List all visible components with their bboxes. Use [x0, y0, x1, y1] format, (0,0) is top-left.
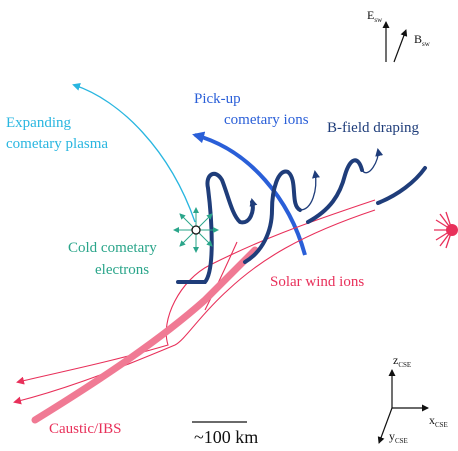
solar-wind-label: Solar wind ions — [270, 274, 364, 290]
e-sw-subscript: sw — [374, 16, 383, 24]
expanding-plasma-arrow — [72, 83, 196, 223]
bfield-line-2 — [243, 169, 302, 264]
b-sw-label: B — [414, 32, 422, 46]
svg-text:Esw: Esw — [367, 8, 383, 24]
y-cse-label: y — [389, 429, 395, 443]
caustic-ibs-band — [31, 246, 259, 424]
svg-text:Bsw: Bsw — [414, 32, 431, 48]
bfield-line-2-tail — [299, 170, 320, 211]
cse-axes — [377, 369, 429, 444]
pickup-label-2: cometary ions — [224, 112, 309, 128]
sun-icon — [434, 211, 458, 249]
z-cse-subscript: CSE — [398, 361, 411, 369]
cold-electrons-label-2: electrons — [95, 262, 149, 278]
expanding-label-1: Expanding — [6, 115, 71, 131]
caustic-label: Caustic/IBS — [49, 421, 122, 437]
cold-electrons-label-1: Cold cometary — [68, 240, 157, 256]
pickup-ion-arrow — [192, 131, 307, 256]
svg-text:yCSE: yCSE — [389, 429, 408, 445]
x-cse-subscript: CSE — [435, 421, 448, 429]
pickup-label-1: Pick-up — [194, 91, 241, 107]
bfield-line-3 — [306, 158, 364, 224]
bfield-line-3-tail — [361, 148, 384, 174]
bfield-line-4 — [376, 166, 427, 205]
solar-wind-line-2 — [13, 209, 376, 405]
bfield-label: B-field draping — [327, 120, 420, 136]
x-cse-label: x — [429, 413, 435, 427]
z-cse-label: z — [393, 353, 398, 367]
bfield-line-1-tail — [239, 198, 258, 224]
svg-text:xCSE: xCSE — [429, 413, 448, 429]
svg-text:zCSE: zCSE — [393, 353, 411, 369]
y-cse-subscript: CSE — [395, 437, 408, 445]
b-sw-subscript: sw — [422, 40, 431, 48]
expanding-label-2: cometary plasma — [6, 136, 108, 152]
scale-label: ~100 km — [194, 427, 258, 447]
e-sw-label: E — [367, 8, 374, 22]
solar-wind-line-3 — [204, 241, 238, 311]
field-vectors — [382, 21, 408, 63]
solar-wind-line-1 — [16, 199, 376, 385]
comet-nucleus-icon — [173, 207, 219, 253]
